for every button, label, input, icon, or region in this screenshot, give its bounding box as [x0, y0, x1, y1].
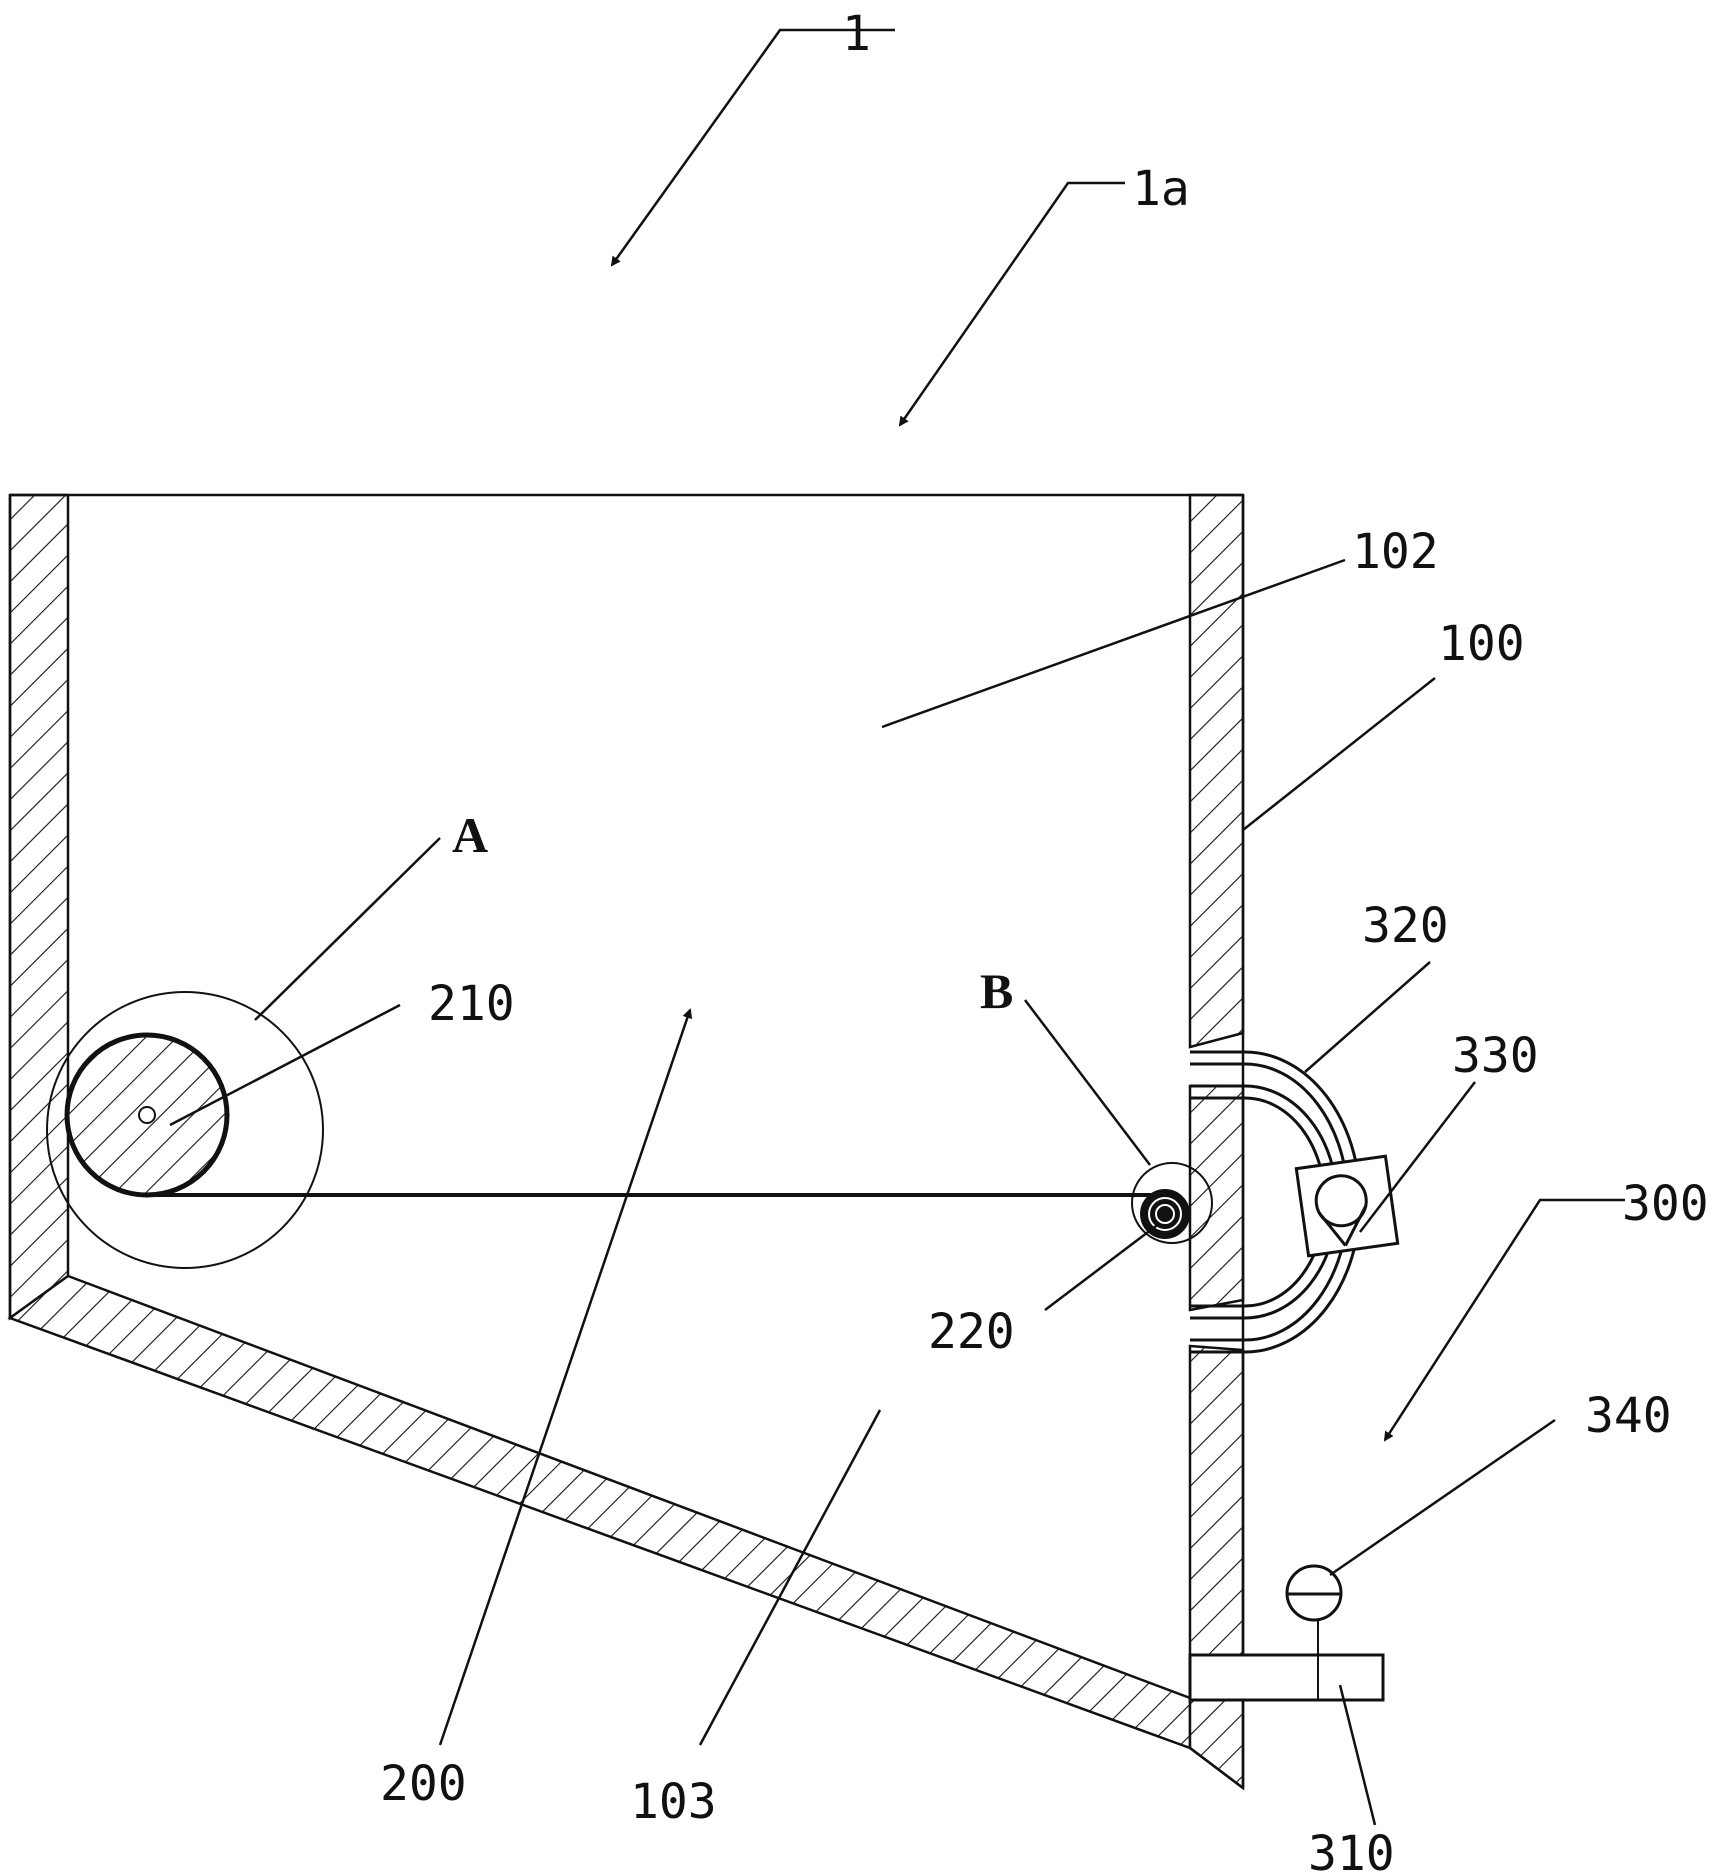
- label-b: B: [980, 963, 1013, 1019]
- label-103: 103: [630, 1774, 717, 1830]
- label-100: 100: [1438, 616, 1525, 672]
- label-340: 340: [1585, 1388, 1672, 1444]
- right-wall-middle: [1188, 1084, 1245, 1312]
- label-200: 200: [380, 1756, 467, 1812]
- label-330: 330: [1452, 1028, 1539, 1084]
- roller-axle: [138, 1106, 156, 1124]
- detail-circle-a: [46, 991, 324, 1269]
- leader-lines: [169, 28, 1625, 1826]
- label-320: 320: [1362, 898, 1449, 954]
- label-220: 220: [928, 1304, 1015, 1360]
- label-310: 310: [1308, 1826, 1395, 1876]
- roller-assembly: [46, 991, 1213, 1269]
- label-1a: 1a: [1132, 161, 1190, 217]
- guide-bracket: [1190, 1050, 1400, 1354]
- base-assembly: [1188, 1564, 1385, 1702]
- detail-circle-b: [1131, 1162, 1213, 1244]
- right-wall-lower: [1188, 1344, 1245, 1791]
- label-102: 102: [1352, 524, 1439, 580]
- reference-labels: 1 1a 102 100 A 210 320 330 B 300 220 340…: [380, 6, 1709, 1876]
- label-1: 1: [842, 6, 871, 62]
- label-a: A: [452, 807, 488, 863]
- label-210: 210: [428, 976, 515, 1032]
- base-310: [1188, 1653, 1385, 1702]
- left-wall: [8, 493, 70, 1321]
- slider-block-330: [1294, 1154, 1400, 1258]
- label-300: 300: [1622, 1176, 1709, 1232]
- right-wall-upper: [1188, 493, 1245, 1049]
